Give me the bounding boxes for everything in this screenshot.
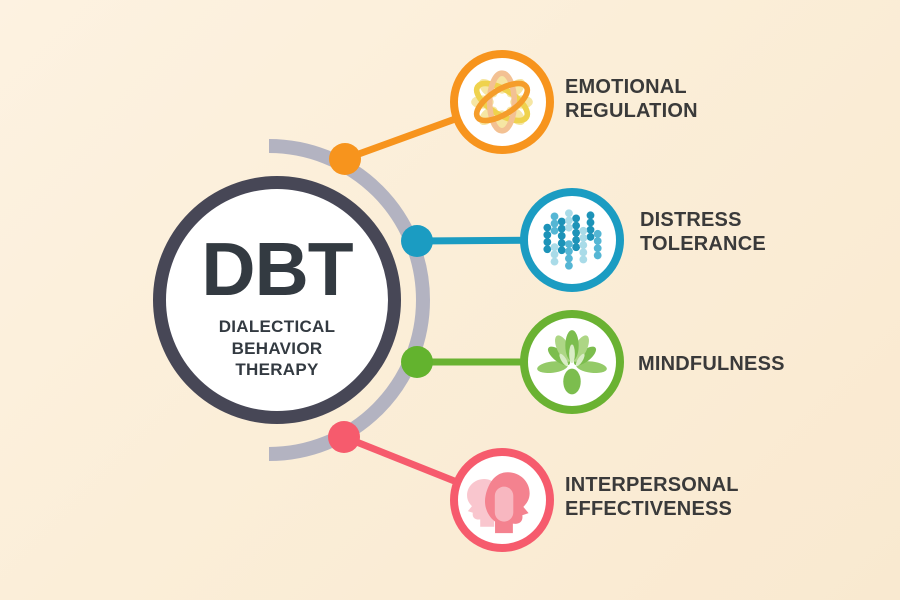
node-emotional-regulation <box>450 50 554 154</box>
node-distress-tolerance <box>520 188 624 292</box>
node-mindfulness <box>520 310 624 414</box>
arc-dot-mindfulness <box>401 346 433 378</box>
hub-abbr: DBT <box>201 227 353 311</box>
dots-pattern-icon <box>543 209 602 270</box>
label-emotional-regulation: EMOTIONAL REGULATION <box>565 76 698 122</box>
lotus-icon <box>537 330 607 395</box>
label-mindfulness: MINDFULNESS <box>638 353 785 375</box>
profile-heads-icon <box>467 472 530 534</box>
atom-icon <box>471 70 533 134</box>
label-interpersonal-effectiveness: INTERPERSONAL EFFECTIVENESS <box>565 474 739 520</box>
hub-subtitle: DIALECTICAL BEHAVIOR THERAPY <box>218 317 336 379</box>
arc-dot-distress <box>401 225 433 257</box>
label-distress-tolerance: DISTRESS TOLERANCE <box>640 209 766 255</box>
node-interpersonal-effectiveness <box>450 448 554 552</box>
arc-dot-interpersonal <box>328 421 360 453</box>
arc-dot-emotional <box>329 143 361 175</box>
